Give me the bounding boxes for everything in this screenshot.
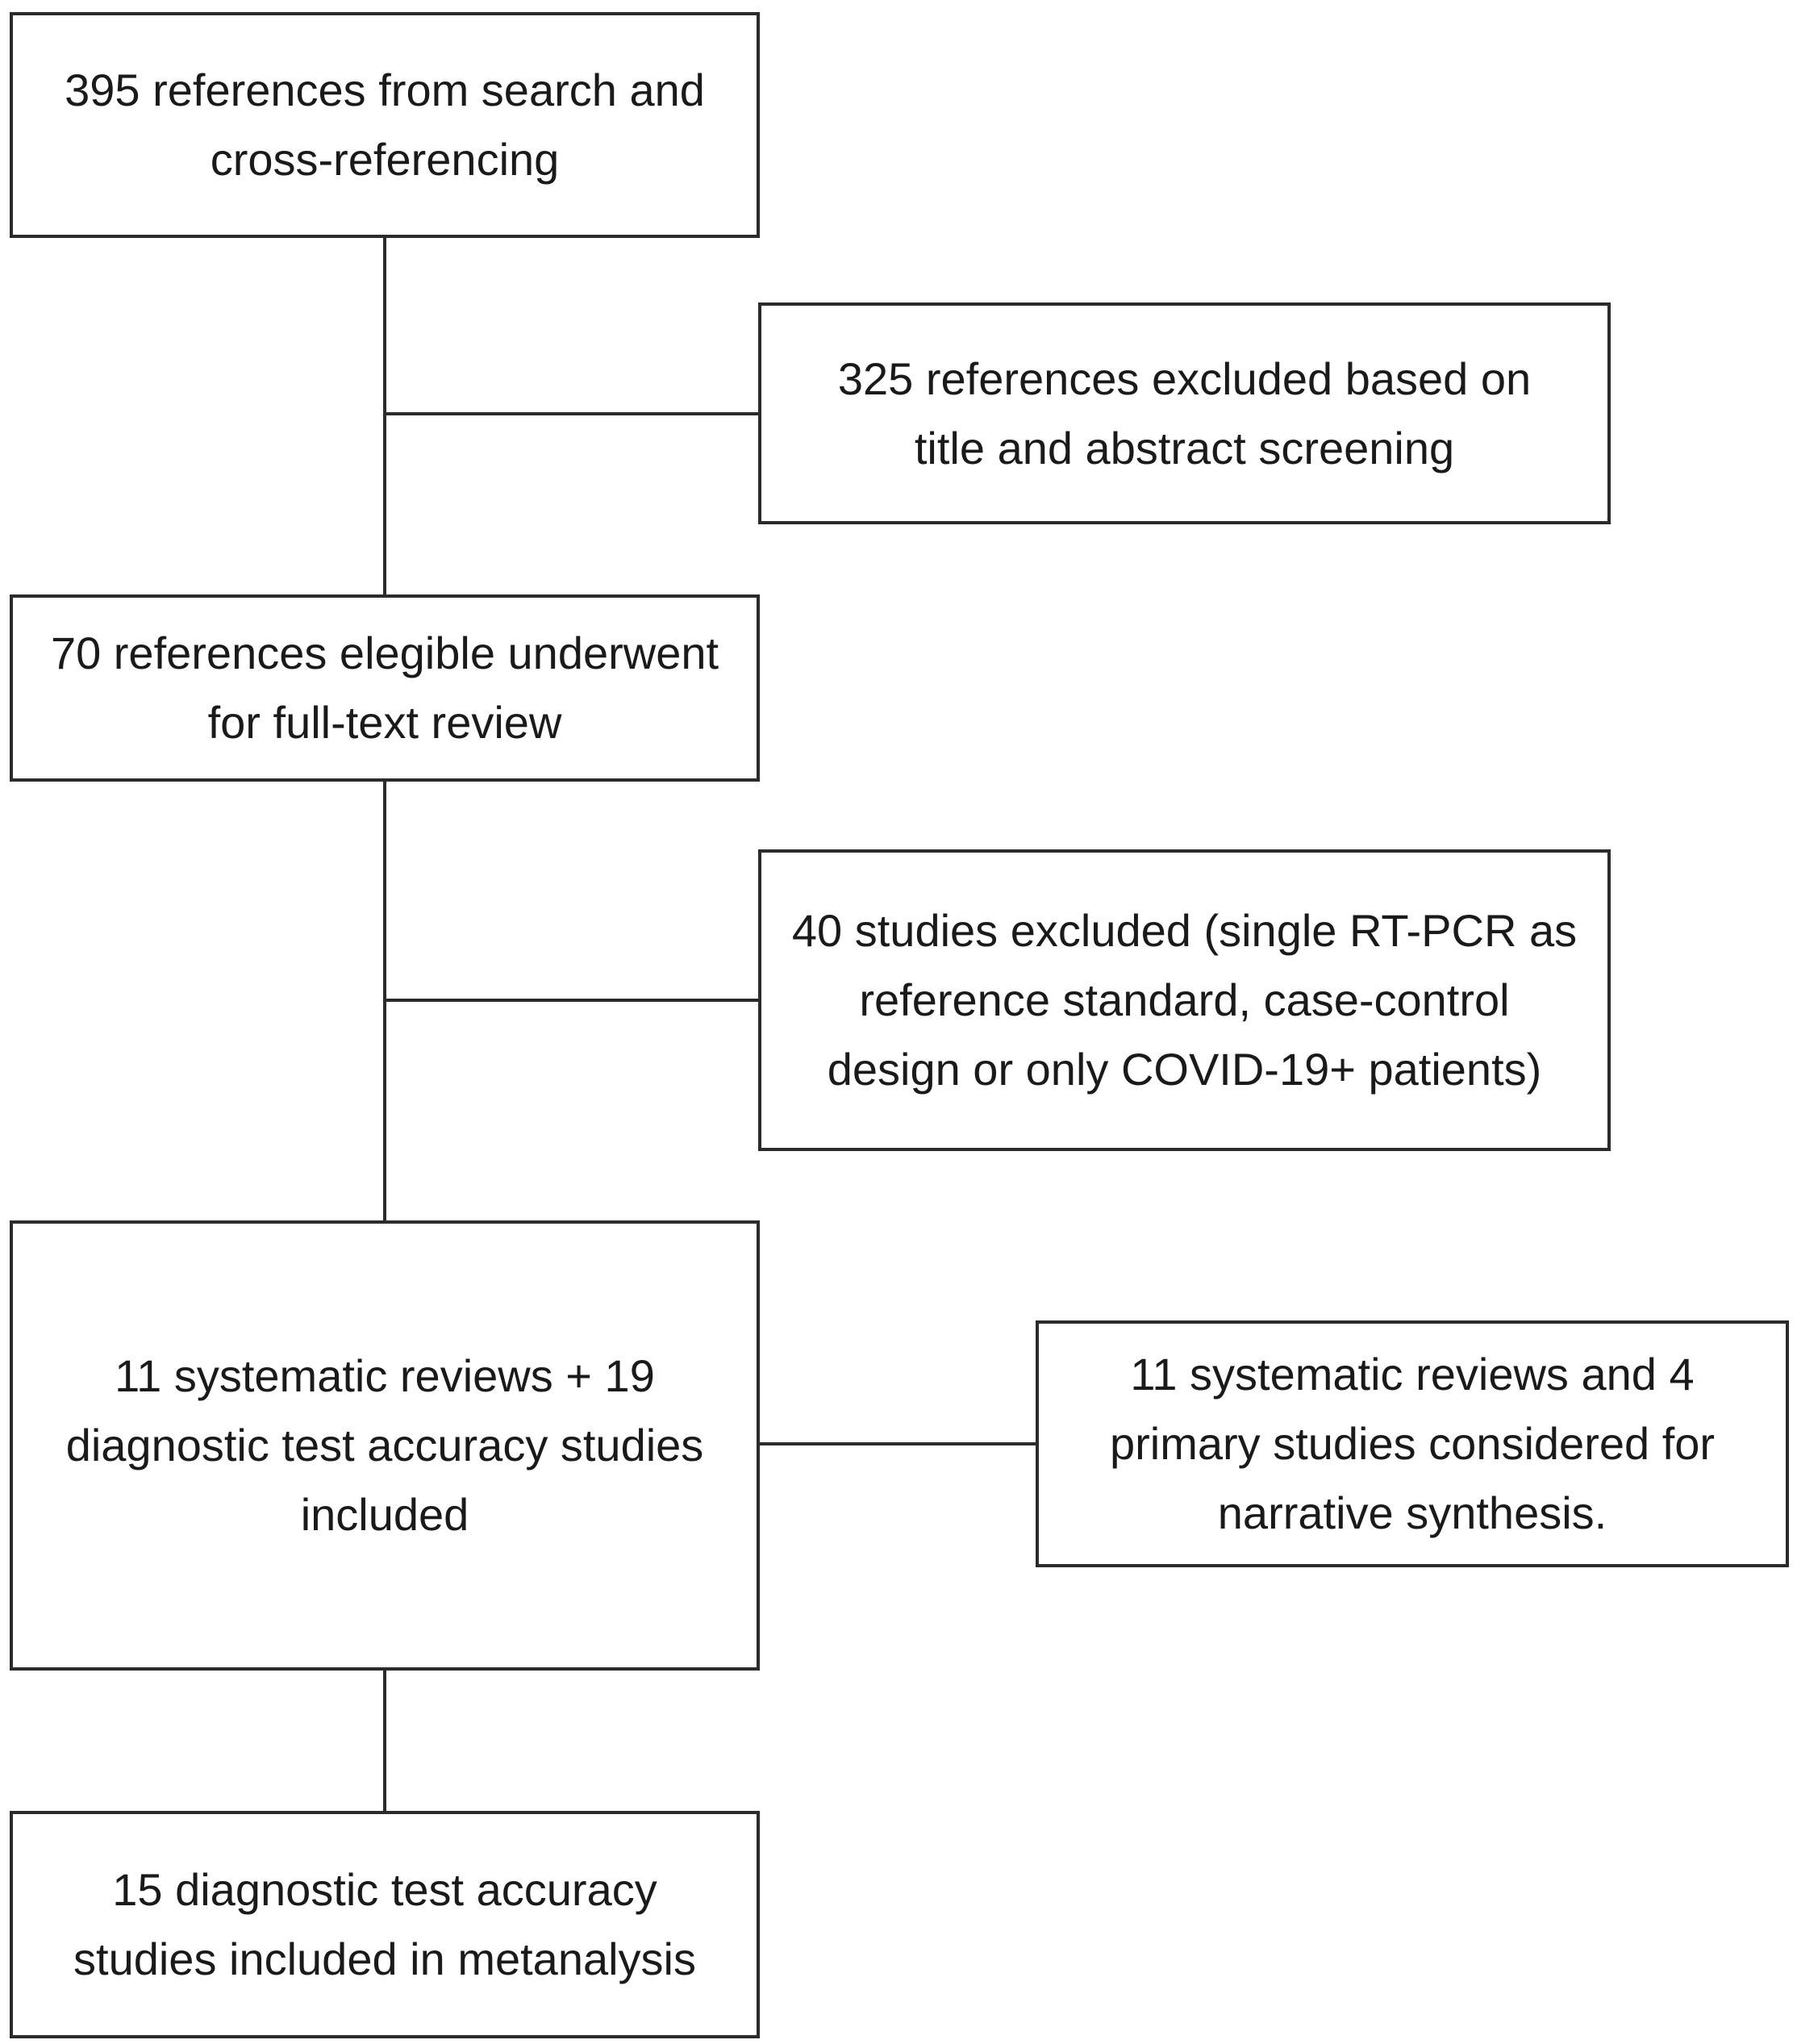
excluded-full-text-box: 40 studies excluded (single RT-PCR as re… [758,849,1611,1151]
narrative-synthesis-box: 11 systematic reviews and 4 primary stud… [1036,1320,1789,1567]
records-identified-box: 395 references from search and cross-ref… [10,12,760,238]
narrative-synthesis-text: 11 systematic reviews and 4 primary stud… [1109,1349,1716,1538]
metanalysis-box: 15 diagnostic test accuracy studies incl… [10,1811,760,2038]
studies-included-box: 11 systematic reviews + 19 diagnostic te… [10,1220,760,1671]
metanalysis-text: 15 diagnostic test accuracy studies incl… [73,1864,696,1984]
full-text-review-box: 70 references elegible underwent for ful… [10,594,760,782]
excluded-screening-box: 325 references excluded based on title a… [758,302,1611,524]
full-text-review-text: 70 references elegible underwent for ful… [50,628,719,748]
excluded-full-text-text: 40 studies excluded (single RT-PCR as re… [791,905,1578,1095]
excluded-screening-text: 325 references excluded based on title a… [837,352,1532,473]
studies-included-text: 11 systematic reviews + 19 diagnostic te… [65,1350,704,1540]
records-identified-text: 395 references from search and cross-ref… [65,65,705,185]
